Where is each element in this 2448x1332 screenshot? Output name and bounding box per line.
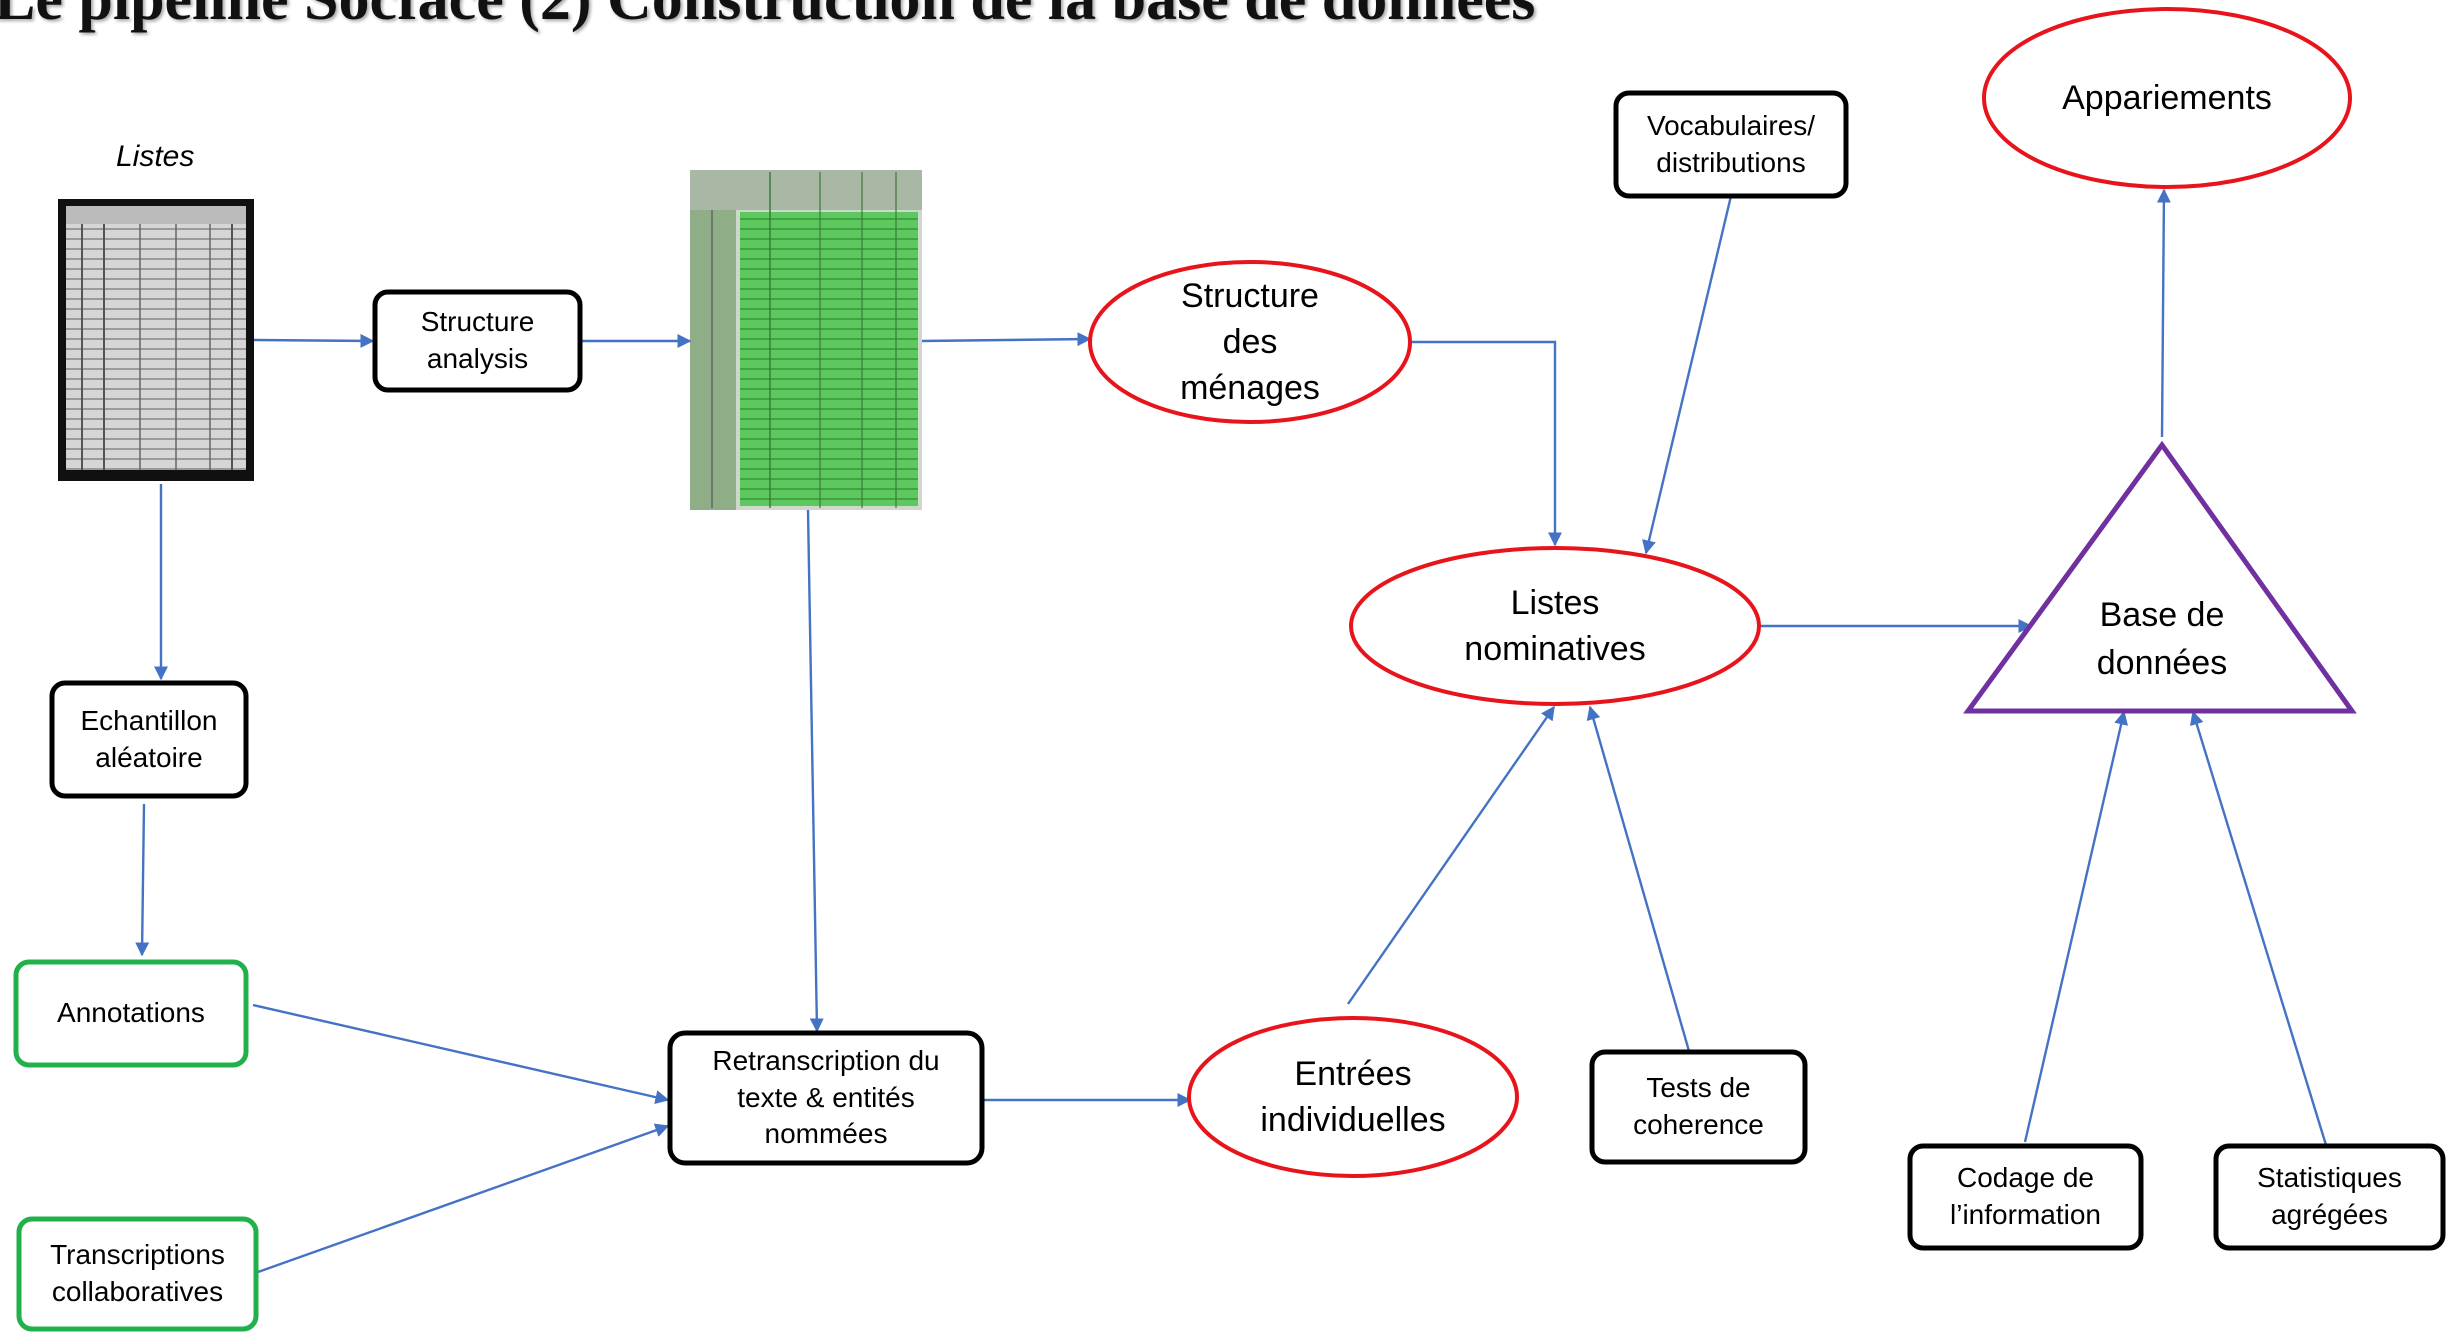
structure-menages-ellipse [1088, 260, 1412, 424]
arrow-vocabulaires-to-listes [1642, 195, 1733, 555]
census-scan-image [58, 199, 254, 481]
arrow-menages-to-listes [1410, 340, 1562, 547]
arrow-statistiques-to-base [2190, 710, 2328, 1146]
arrow-codage-to-base [2023, 710, 2128, 1143]
vocabulaires-box [1613, 90, 1849, 199]
arrow-transcriptions-to-retranscription [257, 1123, 670, 1274]
entrees-ellipse [1187, 1016, 1519, 1178]
arrow-echantillon-to-annotations [135, 803, 150, 957]
echantillon-box [49, 680, 249, 799]
slide-title: Le pipeline Socface (2) Construction de … [0, 0, 1894, 35]
arrow-scan-to-structure [253, 333, 375, 348]
arrow-entrees-to-listes [1347, 705, 1555, 1005]
transcriptions-box [16, 1216, 259, 1332]
annotated-scan-image [690, 170, 922, 510]
structure-analysis-box [372, 289, 583, 393]
base-de-donnees-triangle [1963, 440, 2357, 714]
arrow-base-to-appariements [2156, 188, 2171, 438]
retranscription-box [667, 1030, 985, 1166]
statistiques-box [2213, 1143, 2446, 1251]
listes-nominatives-ellipse [1349, 546, 1761, 706]
appariements-ellipse [1982, 7, 2352, 189]
listes-caption: Listes [116, 140, 195, 173]
tests-box [1589, 1049, 1808, 1165]
codage-box [1907, 1143, 2144, 1251]
arrow-annotations-to-retranscription [252, 1003, 670, 1105]
arrow-annotated-to-retranscription [806, 509, 824, 1033]
arrow-annotated-to-menages [921, 332, 1092, 347]
annotations-box [13, 959, 249, 1068]
arrow-tests-to-listes [1586, 705, 1693, 1059]
